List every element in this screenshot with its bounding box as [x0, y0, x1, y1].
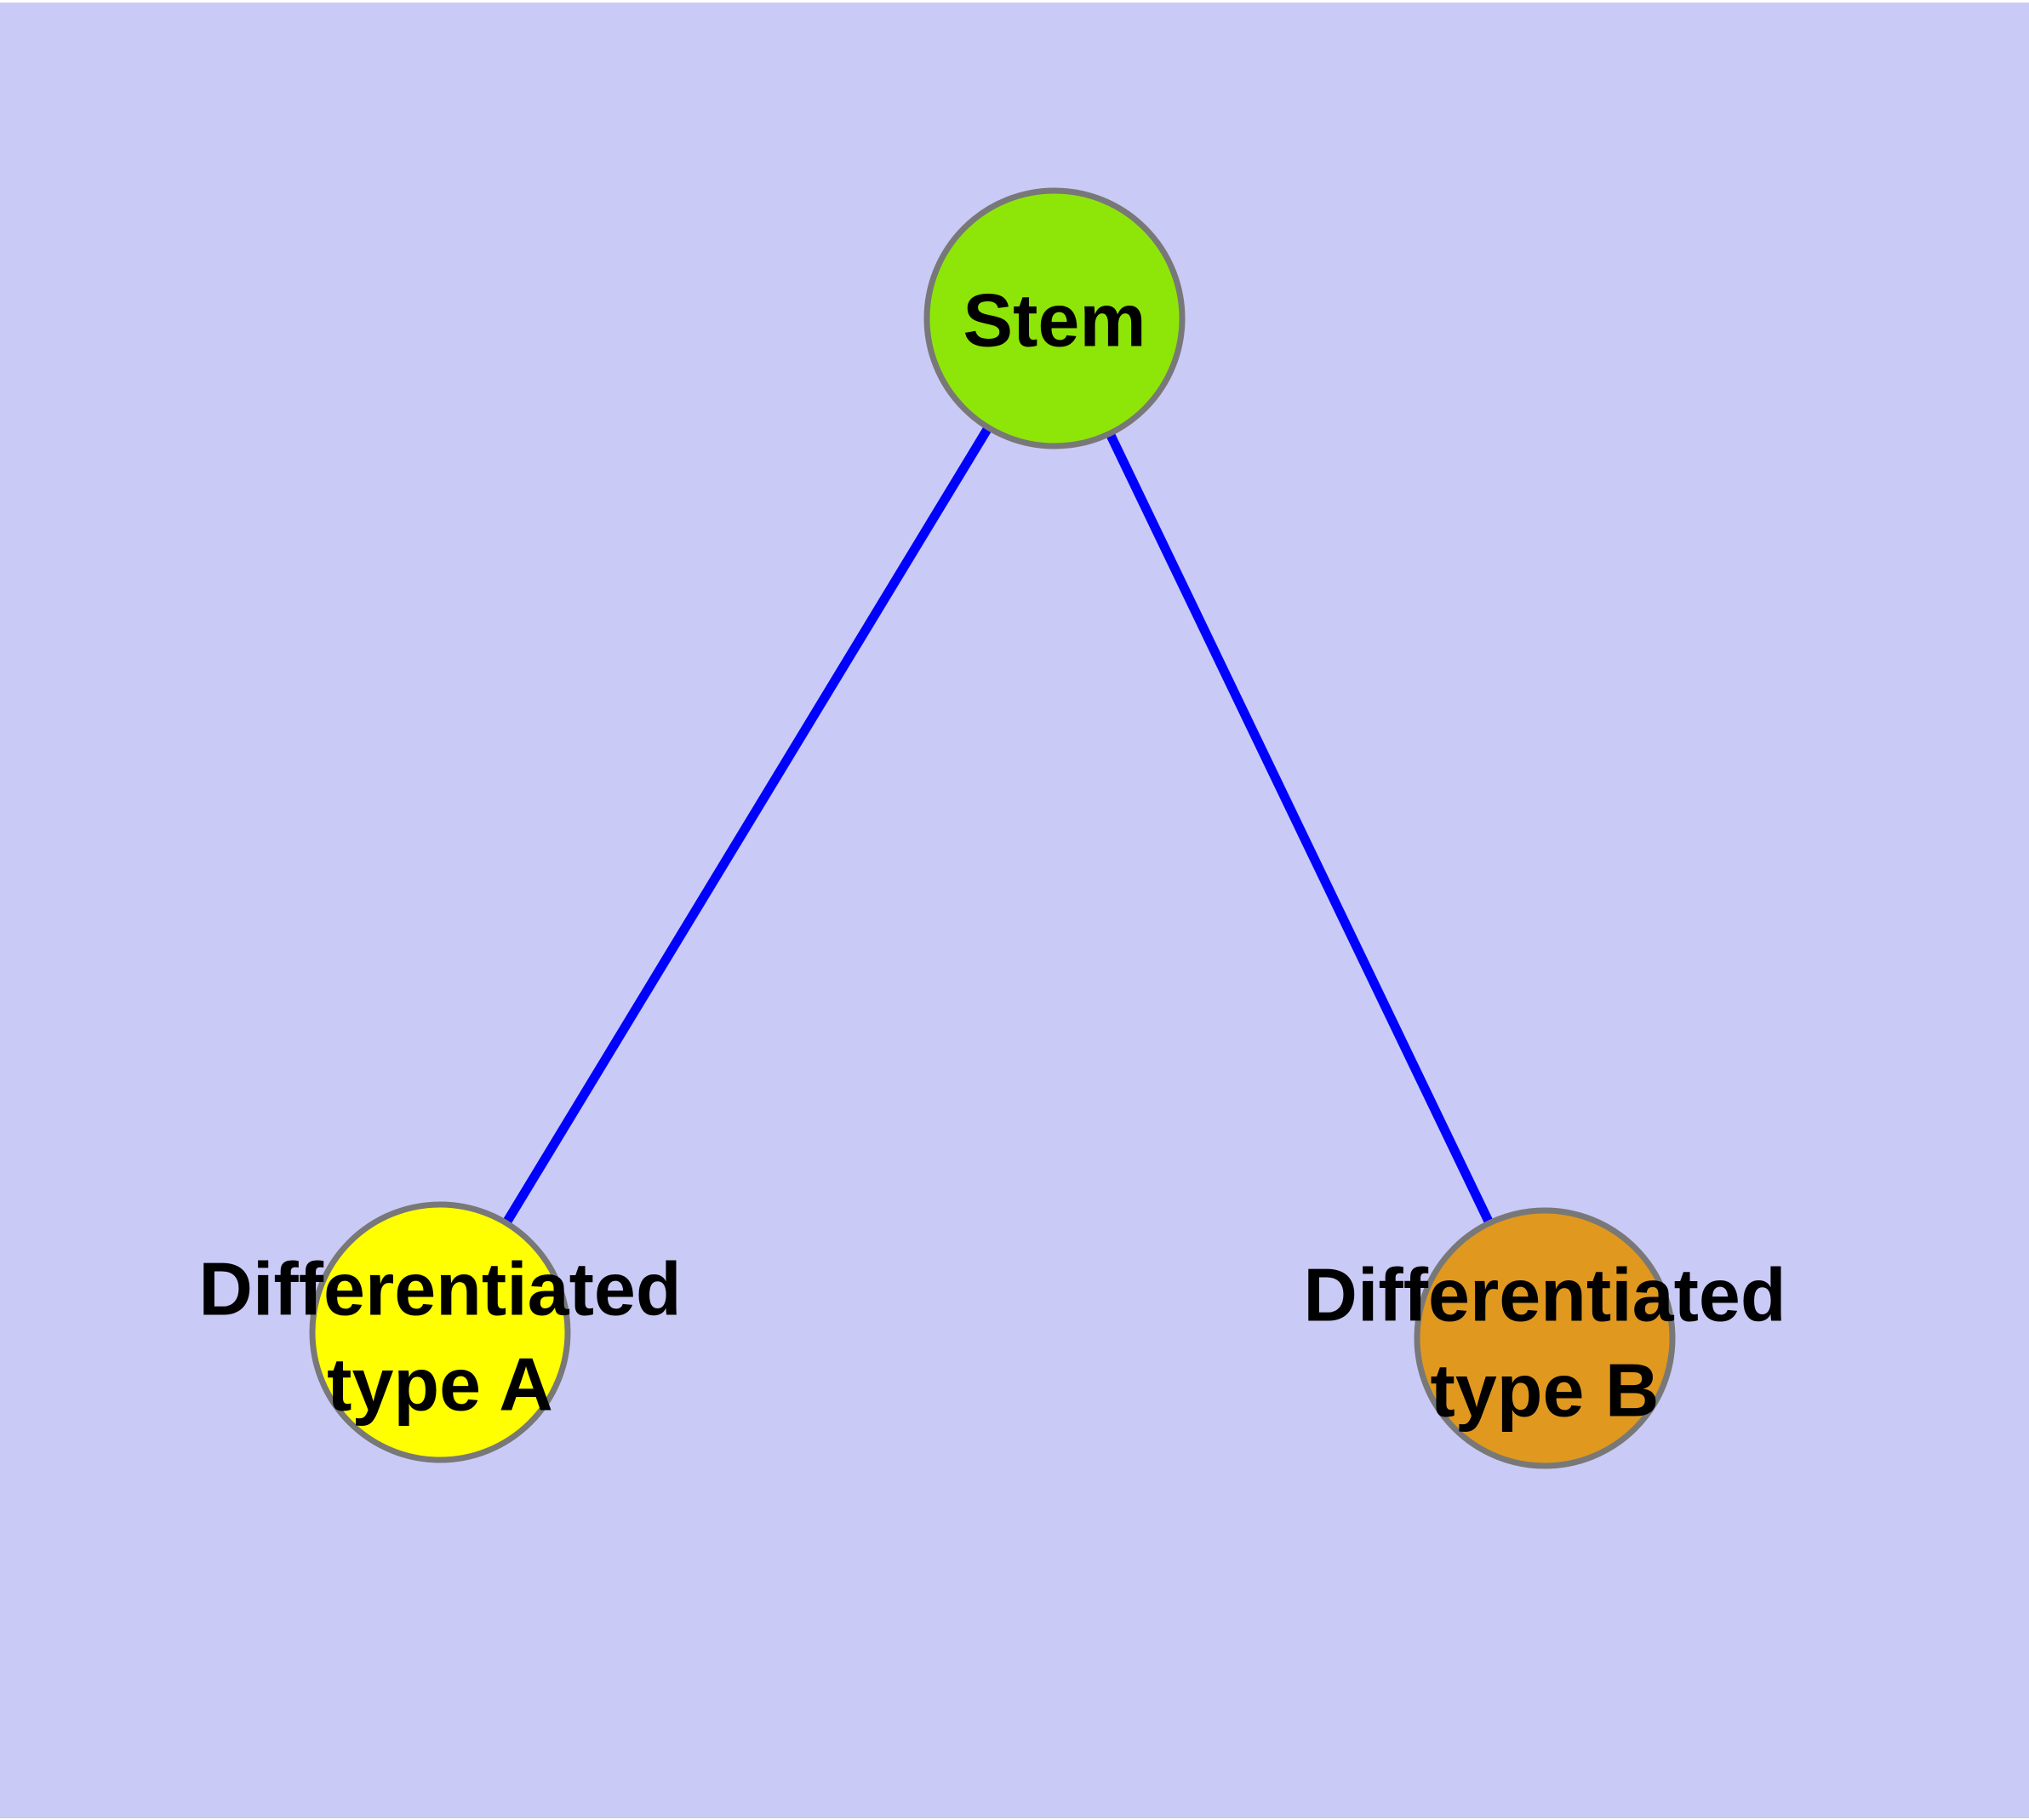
edge-stem-to-type-a: [436, 316, 1059, 1335]
node-differentiated-type-b: [1414, 1207, 1676, 1469]
node-differentiated-type-b-label-line1: Differentiated: [1303, 1253, 1786, 1337]
node-differentiated-type-b-label-line2: type B: [1431, 1348, 1660, 1433]
node-differentiated-type-a-label-line1: Differentiated: [198, 1247, 681, 1331]
node-differentiated-type-a-label-line2: type A: [327, 1342, 553, 1427]
edge-stem-to-type-b: [1050, 316, 1549, 1341]
node-stem-label: Stem: [963, 278, 1146, 363]
node-differentiated-type-a: [309, 1201, 571, 1463]
node-stem: [923, 187, 1186, 449]
